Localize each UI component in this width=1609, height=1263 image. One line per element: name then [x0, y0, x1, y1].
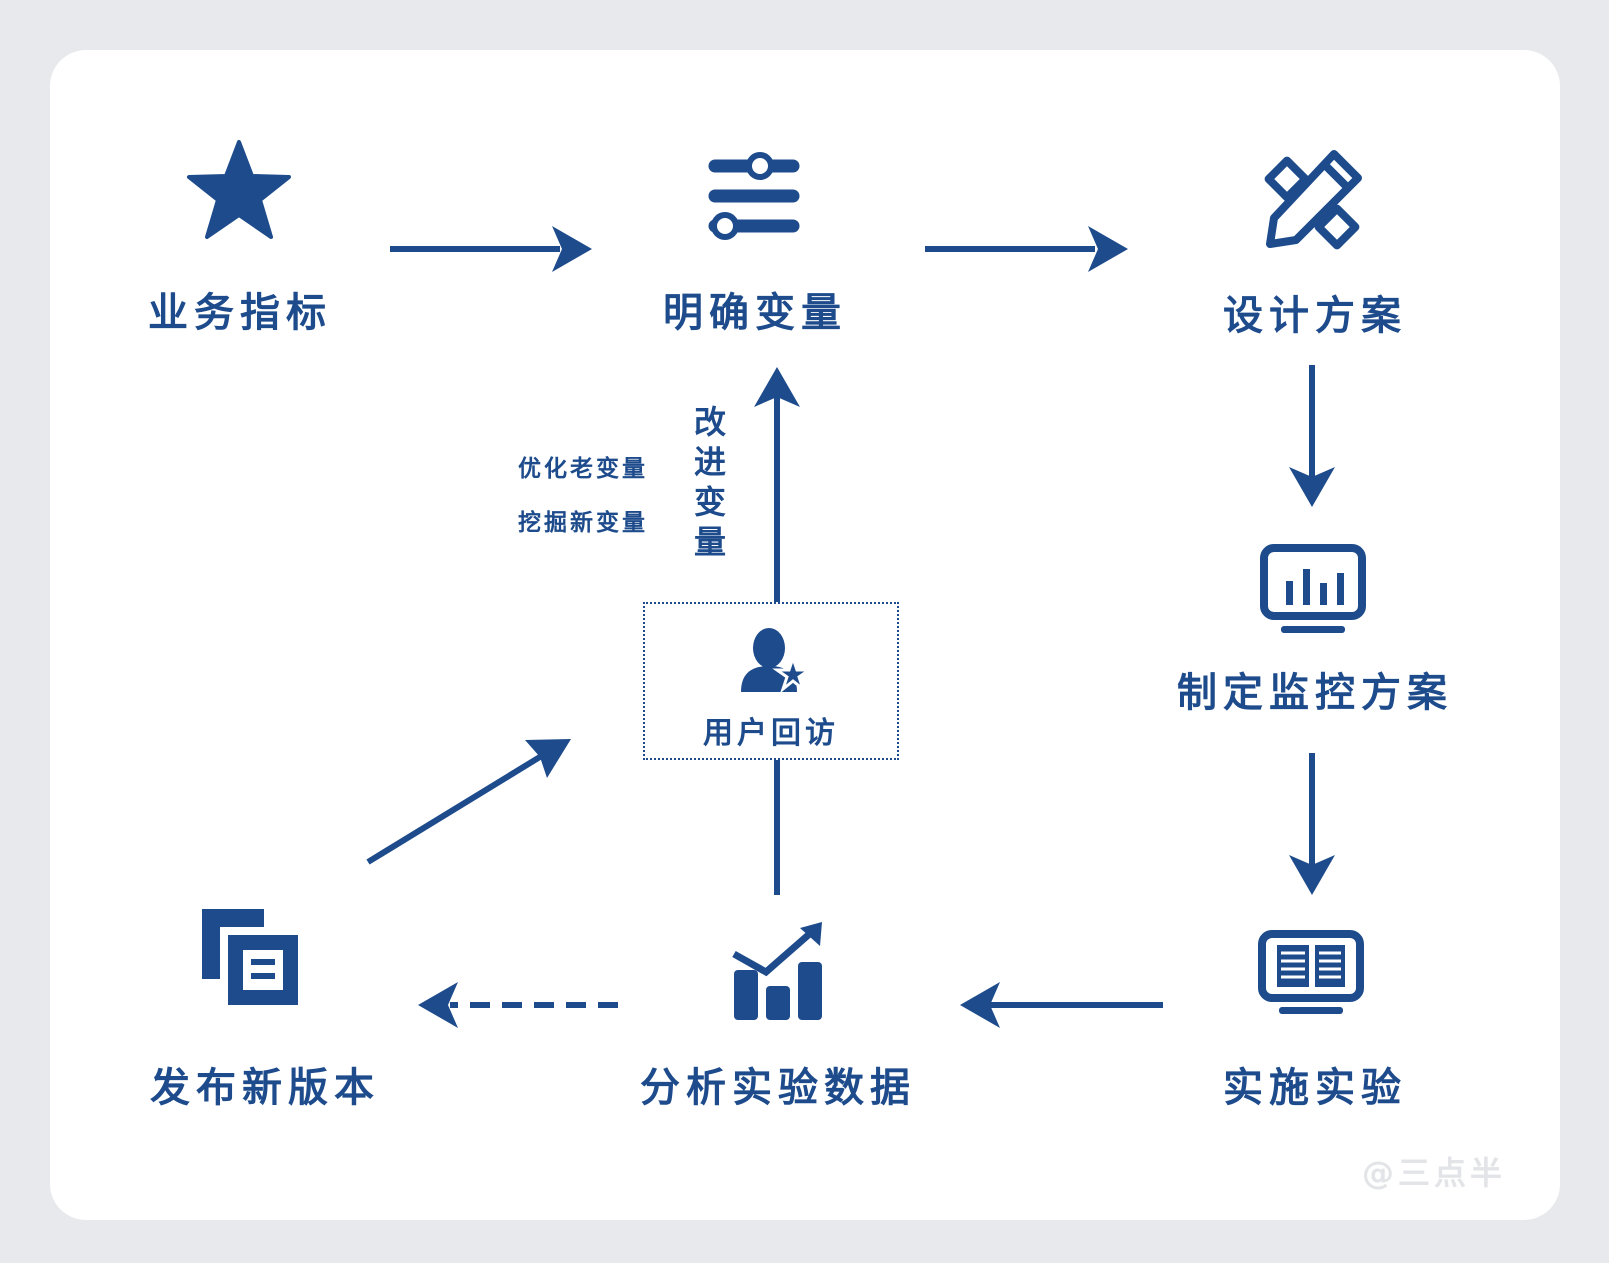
arrow-feedback-to-variables	[754, 367, 800, 602]
monitor-chart-icon	[1260, 544, 1366, 633]
arrow-analysis-to-release	[418, 982, 618, 1028]
node-define-variables: 明确变量	[663, 290, 847, 336]
arrow-variables-to-design	[925, 226, 1128, 272]
arrow-metrics-to-variables	[390, 226, 592, 272]
node-business-metrics: 业务指标	[148, 290, 332, 336]
watermark: @三点半	[1362, 1154, 1507, 1192]
star-icon	[187, 140, 291, 239]
node-analyze-data: 分析实验数据	[640, 1065, 916, 1111]
sliders-icon	[708, 152, 800, 240]
copy-document-icon	[202, 909, 298, 1005]
arrow-experiment-to-analysis	[960, 982, 1163, 1028]
node-monitoring-plan: 制定监控方案	[1177, 670, 1453, 716]
node-release-version: 发布新版本	[150, 1065, 380, 1111]
node-run-experiment: 实施实验	[1223, 1065, 1407, 1111]
arrow-monitoring-to-experiment	[1289, 753, 1335, 895]
user-star-icon	[741, 628, 811, 694]
pencil-ruler-icon	[1264, 150, 1362, 250]
node-user-feedback: 用户回访	[703, 716, 839, 751]
side-note-optimize-old: 优化老变量	[518, 456, 648, 482]
user-feedback-box: 用户回访	[643, 602, 899, 760]
document-screen-icon	[1258, 930, 1364, 1014]
improve-variables-label: 改进变量	[693, 403, 726, 561]
chart-trend-icon	[732, 922, 822, 1020]
arrow-design-to-monitoring	[1289, 365, 1335, 507]
arrow-release-to-feedback	[366, 739, 571, 865]
side-note-mine-new: 挖掘新变量	[518, 510, 648, 536]
node-design-plan: 设计方案	[1223, 293, 1407, 339]
